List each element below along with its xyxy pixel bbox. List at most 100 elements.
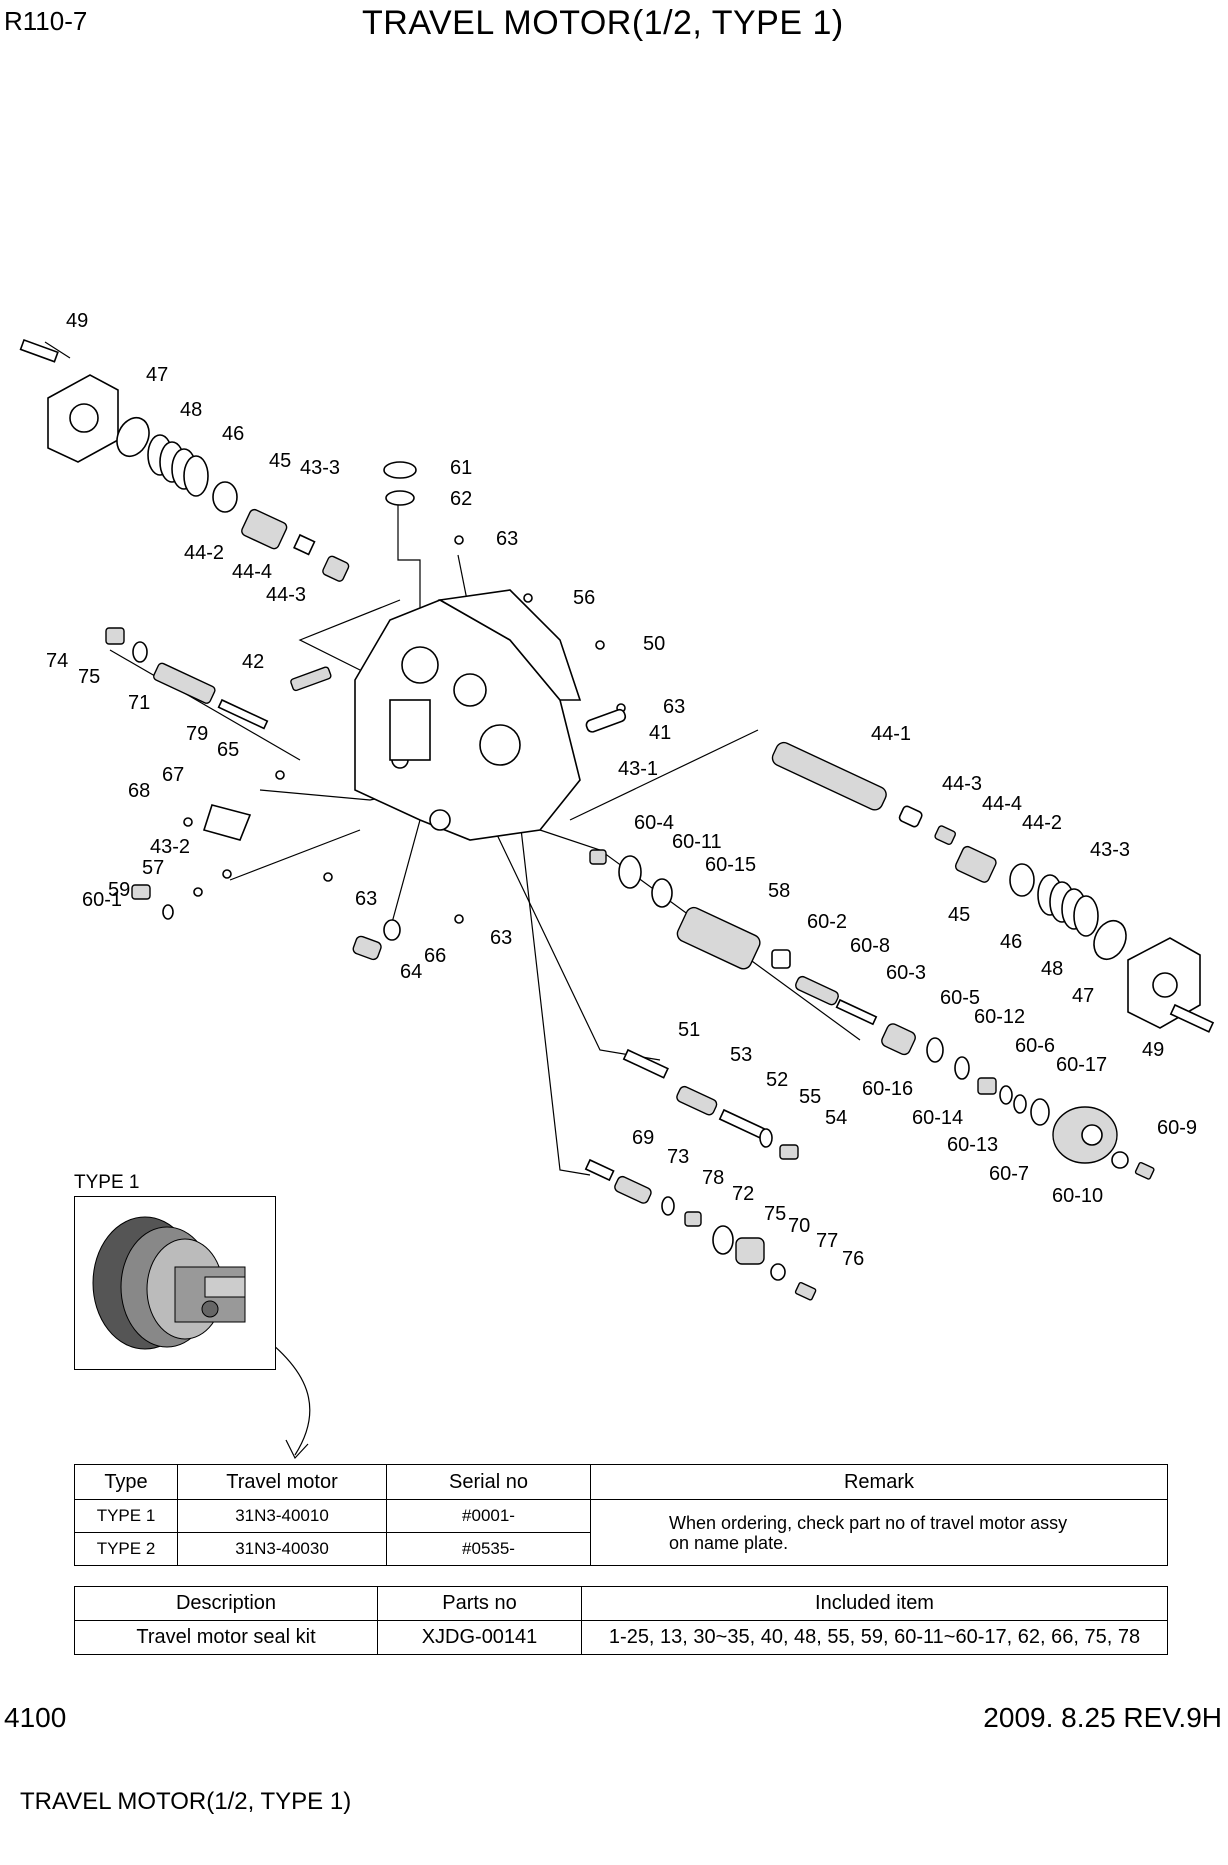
col-header-type: Type xyxy=(74,1464,178,1500)
callout: 75 xyxy=(764,1203,786,1225)
callout: 49 xyxy=(1142,1039,1164,1061)
callout: 60-13 xyxy=(947,1134,998,1156)
seal-kit-table: Description Parts no Included item Trave… xyxy=(74,1586,1168,1655)
callout: 59 xyxy=(108,879,130,901)
inset-label: TYPE 1 xyxy=(74,1172,140,1193)
serial-cell: #0535- xyxy=(386,1532,591,1566)
callout: 47 xyxy=(1072,985,1094,1007)
callout: 58 xyxy=(768,880,790,902)
model-code: R110-7 xyxy=(4,6,88,36)
callout: 48 xyxy=(180,399,202,421)
remark-line-2: on name plate. xyxy=(669,1532,789,1553)
serial-cell: #0001- xyxy=(386,1499,591,1533)
callout: 55 xyxy=(799,1086,821,1108)
callout: 45 xyxy=(948,904,970,926)
callout: 49 xyxy=(66,310,88,332)
col-header-remark: Remark xyxy=(590,1464,1168,1500)
callout: 50 xyxy=(643,633,665,655)
callout: 44-1 xyxy=(871,723,911,745)
spool-44-1 xyxy=(771,741,997,883)
callout: 43-2 xyxy=(150,836,190,858)
remark-cell: When ordering, check part no of travel m… xyxy=(590,1499,1168,1566)
callout: 44-2 xyxy=(184,542,224,564)
callout: 74 xyxy=(46,650,68,672)
page-number: 4100 xyxy=(4,1702,67,1733)
callout: 44-4 xyxy=(982,793,1022,815)
col-header-parts-no: Parts no xyxy=(377,1586,582,1621)
description-cell: Travel motor seal kit xyxy=(74,1620,378,1655)
callout: 53 xyxy=(730,1044,752,1066)
callout: 60-12 xyxy=(974,1006,1025,1028)
callout: 46 xyxy=(222,423,244,445)
callout: 69 xyxy=(632,1127,654,1149)
callout: 42 xyxy=(242,651,264,673)
spring-46-right xyxy=(1037,874,1099,937)
callout: 57 xyxy=(142,857,164,879)
callout: 44-3 xyxy=(942,773,982,795)
footer-caption: TRAVEL MOTOR(1/2, TYPE 1) xyxy=(20,1788,352,1815)
included-item-cell: 1-25, 13, 30~35, 40, 48, 55, 59, 60-11~6… xyxy=(581,1620,1168,1655)
callout: 60-9 xyxy=(1157,1117,1197,1139)
callout: 46 xyxy=(1000,931,1022,953)
callout: 60-10 xyxy=(1052,1185,1103,1207)
callout: 48 xyxy=(1041,958,1063,980)
callout: 60-8 xyxy=(850,935,890,957)
callout: 60-16 xyxy=(862,1078,913,1100)
type1-photo-inset xyxy=(74,1196,276,1370)
callout: 68 xyxy=(128,780,150,802)
valve-body-43-1 xyxy=(354,589,582,841)
col-header-serial-no: Serial no xyxy=(386,1464,591,1500)
callout: 60-5 xyxy=(940,987,980,1009)
motor-cell: 31N3-40030 xyxy=(177,1532,387,1566)
callout: 71 xyxy=(128,692,150,714)
callout: 43-3 xyxy=(1090,839,1130,861)
callout: 73 xyxy=(667,1146,689,1168)
callout-labels: 49 47 48 46 45 43-3 61 62 63 44-2 44-4 4… xyxy=(46,310,1197,1270)
type-cell: TYPE 2 xyxy=(74,1532,178,1566)
callout: 60-11 xyxy=(672,831,722,853)
parts-no-cell: XJDG-00141 xyxy=(377,1620,582,1655)
callout: 62 xyxy=(450,488,472,510)
callout: 61 xyxy=(450,457,472,479)
callout: 63 xyxy=(496,528,518,550)
callout: 44-2 xyxy=(1022,812,1062,834)
callout: 76 xyxy=(842,1248,864,1270)
callout: 44-4 xyxy=(232,561,272,583)
callout: 45 xyxy=(269,450,291,472)
type-table: Type Travel motor Serial no Remark TYPE … xyxy=(74,1464,1168,1566)
callout: 63 xyxy=(490,927,512,949)
relief-valve-60 xyxy=(589,849,1155,1180)
col-header-included-item: Included item xyxy=(581,1586,1168,1621)
callout: 60-4 xyxy=(634,812,674,834)
callout: 60-14 xyxy=(912,1107,963,1129)
callout: 43-1 xyxy=(618,758,658,780)
callout: 60-3 xyxy=(886,962,926,984)
callout: 75 xyxy=(78,666,100,688)
callout: 47 xyxy=(146,364,168,386)
table-row: TYPE 1 31N3-40010 #0001- When ordering, … xyxy=(74,1499,1168,1566)
callout: 65 xyxy=(217,739,239,761)
callout: 60-7 xyxy=(989,1163,1029,1185)
travel-motor-photo xyxy=(92,1216,246,1350)
callout: 78 xyxy=(702,1167,724,1189)
callout: 63 xyxy=(355,888,377,910)
remark-line-1: When ordering, check part no of travel m… xyxy=(669,1512,1068,1533)
callout: 77 xyxy=(816,1230,838,1252)
callout: 72 xyxy=(732,1183,754,1205)
col-header-description: Description xyxy=(74,1586,378,1621)
spring-46 xyxy=(147,434,209,497)
callout: 41 xyxy=(649,722,671,744)
callout: 44-3 xyxy=(266,584,306,606)
page-title: TRAVEL MOTOR(1/2, TYPE 1) xyxy=(362,4,844,42)
callout: 52 xyxy=(766,1069,788,1091)
callout: 54 xyxy=(825,1107,847,1129)
callout: 66 xyxy=(424,945,446,967)
motor-cell: 31N3-40010 xyxy=(177,1499,387,1533)
table-row: Travel motor seal kit XJDG-00141 1-25, 1… xyxy=(74,1620,1168,1655)
callout: 60-17 xyxy=(1056,1054,1107,1076)
callout: 56 xyxy=(573,587,595,609)
type-cell: TYPE 1 xyxy=(74,1499,178,1533)
callout: 67 xyxy=(162,764,184,786)
revision-date: 2009. 8.25 REV.9H xyxy=(983,1702,1222,1733)
